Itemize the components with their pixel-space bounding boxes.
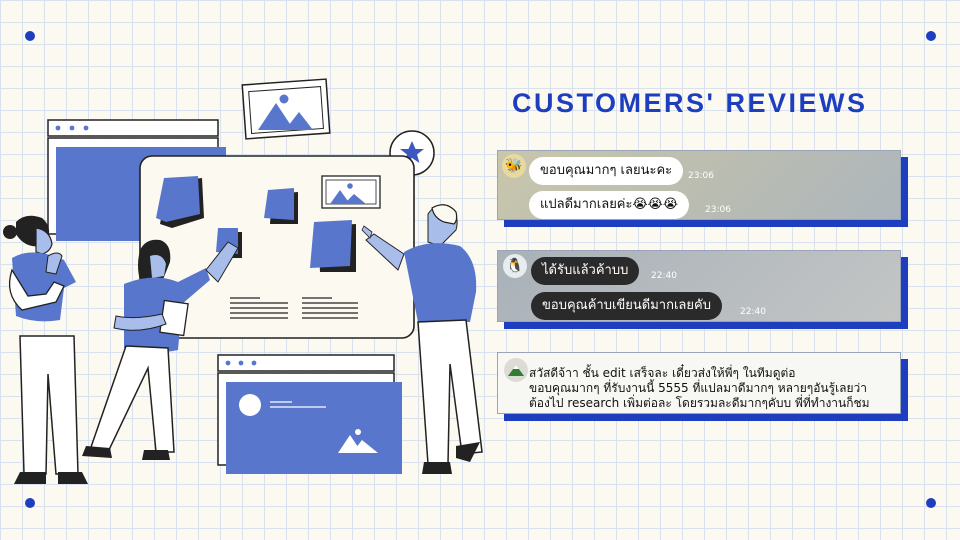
mountain-avatar-icon (504, 358, 528, 382)
page-title: CUSTOMERS' REVIEWS (512, 88, 868, 118)
corner-dot (25, 31, 35, 41)
message-time: 22:40 (740, 307, 766, 317)
browser-window-bottom (217, 354, 402, 474)
bee-avatar-icon: 🐝 (502, 154, 526, 178)
message-time: 22:40 (651, 271, 677, 281)
message-time: 23:06 (705, 205, 731, 215)
corner-dot (926, 31, 936, 41)
review-line: สวัสดีจ้าา ชั้น edit เสร็จละ เดี๋ยวส่งให… (529, 366, 796, 380)
penguin-avatar-icon: 🐧 (503, 254, 527, 278)
team-illustration (3, 78, 483, 484)
corner-dot (25, 498, 35, 508)
chat-message: ขอบคุณมากๆ เลยนะคะ (529, 157, 684, 185)
planning-board (139, 155, 415, 339)
review-card-1: 🐝 ขอบคุณมากๆ เลยนะคะ 23:06 แปลดีมากเลยค่… (497, 150, 901, 220)
chat-message: ได้รับแล้วค้าบบ (531, 257, 640, 285)
review-card-2: 🐧 ได้รับแล้วค้าบบ 22:40 ขอบคุณค้าบเขียนด… (497, 250, 901, 322)
person-with-tablet (82, 239, 239, 460)
message-time: 23:06 (688, 171, 714, 181)
image-icon (241, 78, 331, 140)
chat-message: ขอบคุณค้าบเขียนดีมากเลยคับ (531, 292, 722, 320)
review-card-3: สวัสดีจ้าา ชั้น edit เสร็จละ เดี๋ยวส่งให… (497, 352, 901, 414)
corner-dot (926, 498, 936, 508)
chat-message: แปลดีมากเลยค่ะ😭😭😭 (529, 191, 690, 219)
person-pointing (361, 204, 483, 474)
review-line: ขอบคุณมากๆ ที่รับงานนี้ 5555 ที่แปลมาดีม… (529, 381, 868, 395)
person-thinking (3, 215, 88, 484)
review-text: สวัสดีจ้าา ชั้น edit เสร็จละ เดี๋ยวส่งให… (529, 366, 899, 411)
review-line: ต้องไป research เพิ่มต่อละ โดยรวมละดีมาก… (529, 396, 870, 410)
